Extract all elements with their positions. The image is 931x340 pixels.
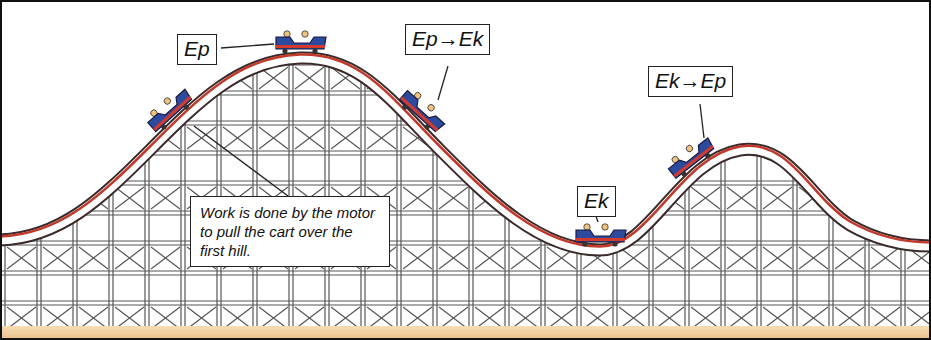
- energy-label-box: Ep: [177, 34, 217, 65]
- track-outline: [0, 58, 931, 250]
- cart: [396, 86, 448, 136]
- cart: [576, 224, 626, 247]
- cart: [144, 85, 196, 135]
- leader-line: [700, 104, 704, 138]
- energy-label-box: Ek: [577, 186, 616, 217]
- energy-label-box: Ep→Ek: [405, 24, 490, 55]
- callout-box: Work is done by the motor to pull the ca…: [190, 196, 390, 267]
- cart: [276, 31, 326, 54]
- track-rail: [0, 54, 931, 246]
- leader-line: [194, 126, 288, 196]
- label-text: Ep: [184, 36, 210, 62]
- leader-line: [438, 66, 448, 100]
- label-text: Ek: [584, 188, 609, 214]
- energy-label-box: Ek→Ep: [648, 66, 733, 97]
- label-text: Work is done by the motor to pull the ca…: [200, 203, 380, 260]
- cart: [665, 133, 718, 182]
- track: [0, 58, 931, 250]
- leader-line: [221, 44, 274, 48]
- label-text: Ek→Ep: [655, 68, 726, 94]
- ground: [0, 326, 931, 340]
- label-text: Ep→Ek: [412, 26, 483, 52]
